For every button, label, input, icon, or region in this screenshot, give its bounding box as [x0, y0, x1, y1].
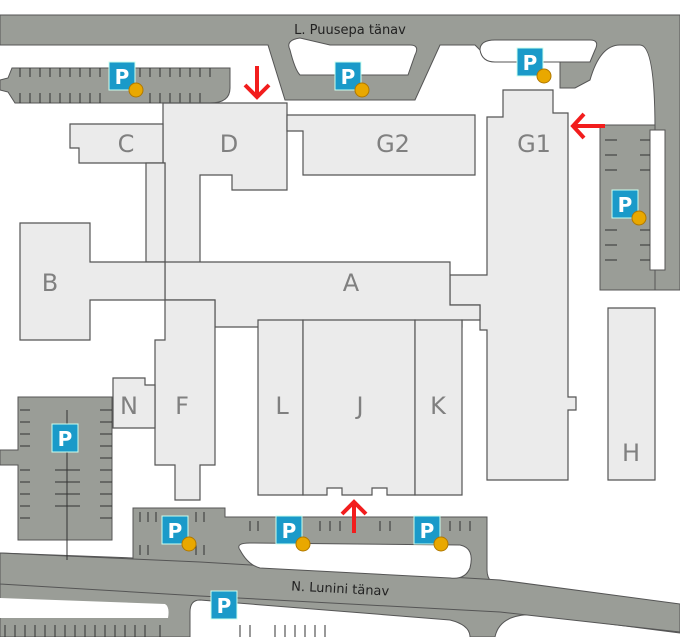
svg-text:P: P — [58, 427, 73, 451]
arrow-up-icon — [340, 499, 368, 533]
entrance-arrows — [243, 66, 605, 533]
parking-sign[interactable]: P — [413, 515, 449, 552]
parking-sign[interactable]: P — [51, 423, 79, 453]
parking-sign[interactable]: P — [210, 590, 238, 620]
paid-coin-icon — [295, 536, 311, 552]
parking-signs: P P P P P P P P P — [51, 47, 647, 620]
label-a: A — [343, 269, 360, 297]
label-k: K — [430, 392, 447, 420]
paid-coin-icon — [128, 82, 144, 98]
parking-sign[interactable]: P — [108, 61, 144, 98]
building-d[interactable] — [162, 102, 288, 266]
label-g1: G1 — [517, 130, 551, 158]
svg-text:P: P — [523, 51, 538, 75]
parking-lot-left — [0, 396, 113, 541]
svg-text:P: P — [282, 519, 297, 543]
arrow-left-icon — [570, 112, 605, 140]
paid-coin-icon — [354, 82, 370, 98]
label-d: D — [220, 130, 238, 158]
label-b: B — [42, 269, 58, 297]
label-l: L — [275, 392, 289, 420]
buildings — [19, 89, 656, 501]
building-c[interactable] — [69, 123, 164, 164]
paid-coin-icon — [631, 210, 647, 226]
building-c-wing — [145, 162, 166, 263]
street-label-lunini: N. Lunini tänav — [291, 579, 390, 599]
svg-text:P: P — [618, 193, 633, 217]
label-j: J — [354, 392, 363, 420]
parking-sign[interactable]: P — [516, 47, 552, 84]
parking-sign[interactable]: P — [611, 189, 647, 226]
building-f[interactable] — [154, 299, 216, 501]
label-n: N — [120, 392, 138, 420]
arrow-down-icon — [243, 66, 271, 100]
paid-coin-icon — [536, 68, 552, 84]
building-k[interactable] — [414, 319, 463, 496]
parking-stall-lines — [4, 68, 650, 637]
building-n[interactable] — [112, 377, 156, 429]
paid-coin-icon — [433, 536, 449, 552]
svg-text:P: P — [420, 519, 435, 543]
building-h[interactable] — [607, 307, 656, 481]
paid-coin-icon — [181, 536, 197, 552]
parking-sign[interactable]: P — [275, 515, 311, 552]
label-g2: G2 — [376, 130, 410, 158]
svg-text:P: P — [217, 594, 232, 618]
svg-text:P: P — [168, 519, 183, 543]
street-label-puusepa: L. Puusepa tänav — [294, 23, 406, 38]
parking-sign[interactable]: P — [334, 61, 370, 98]
svg-text:P: P — [115, 65, 130, 89]
parking-sign[interactable]: P — [161, 515, 197, 552]
building-g2[interactable] — [286, 114, 476, 176]
label-h: H — [622, 439, 640, 467]
label-c: C — [118, 130, 135, 158]
building-labels: C D G2 G1 B A N F L J K H — [42, 130, 640, 467]
label-f: F — [175, 392, 189, 420]
svg-text:P: P — [341, 65, 356, 89]
